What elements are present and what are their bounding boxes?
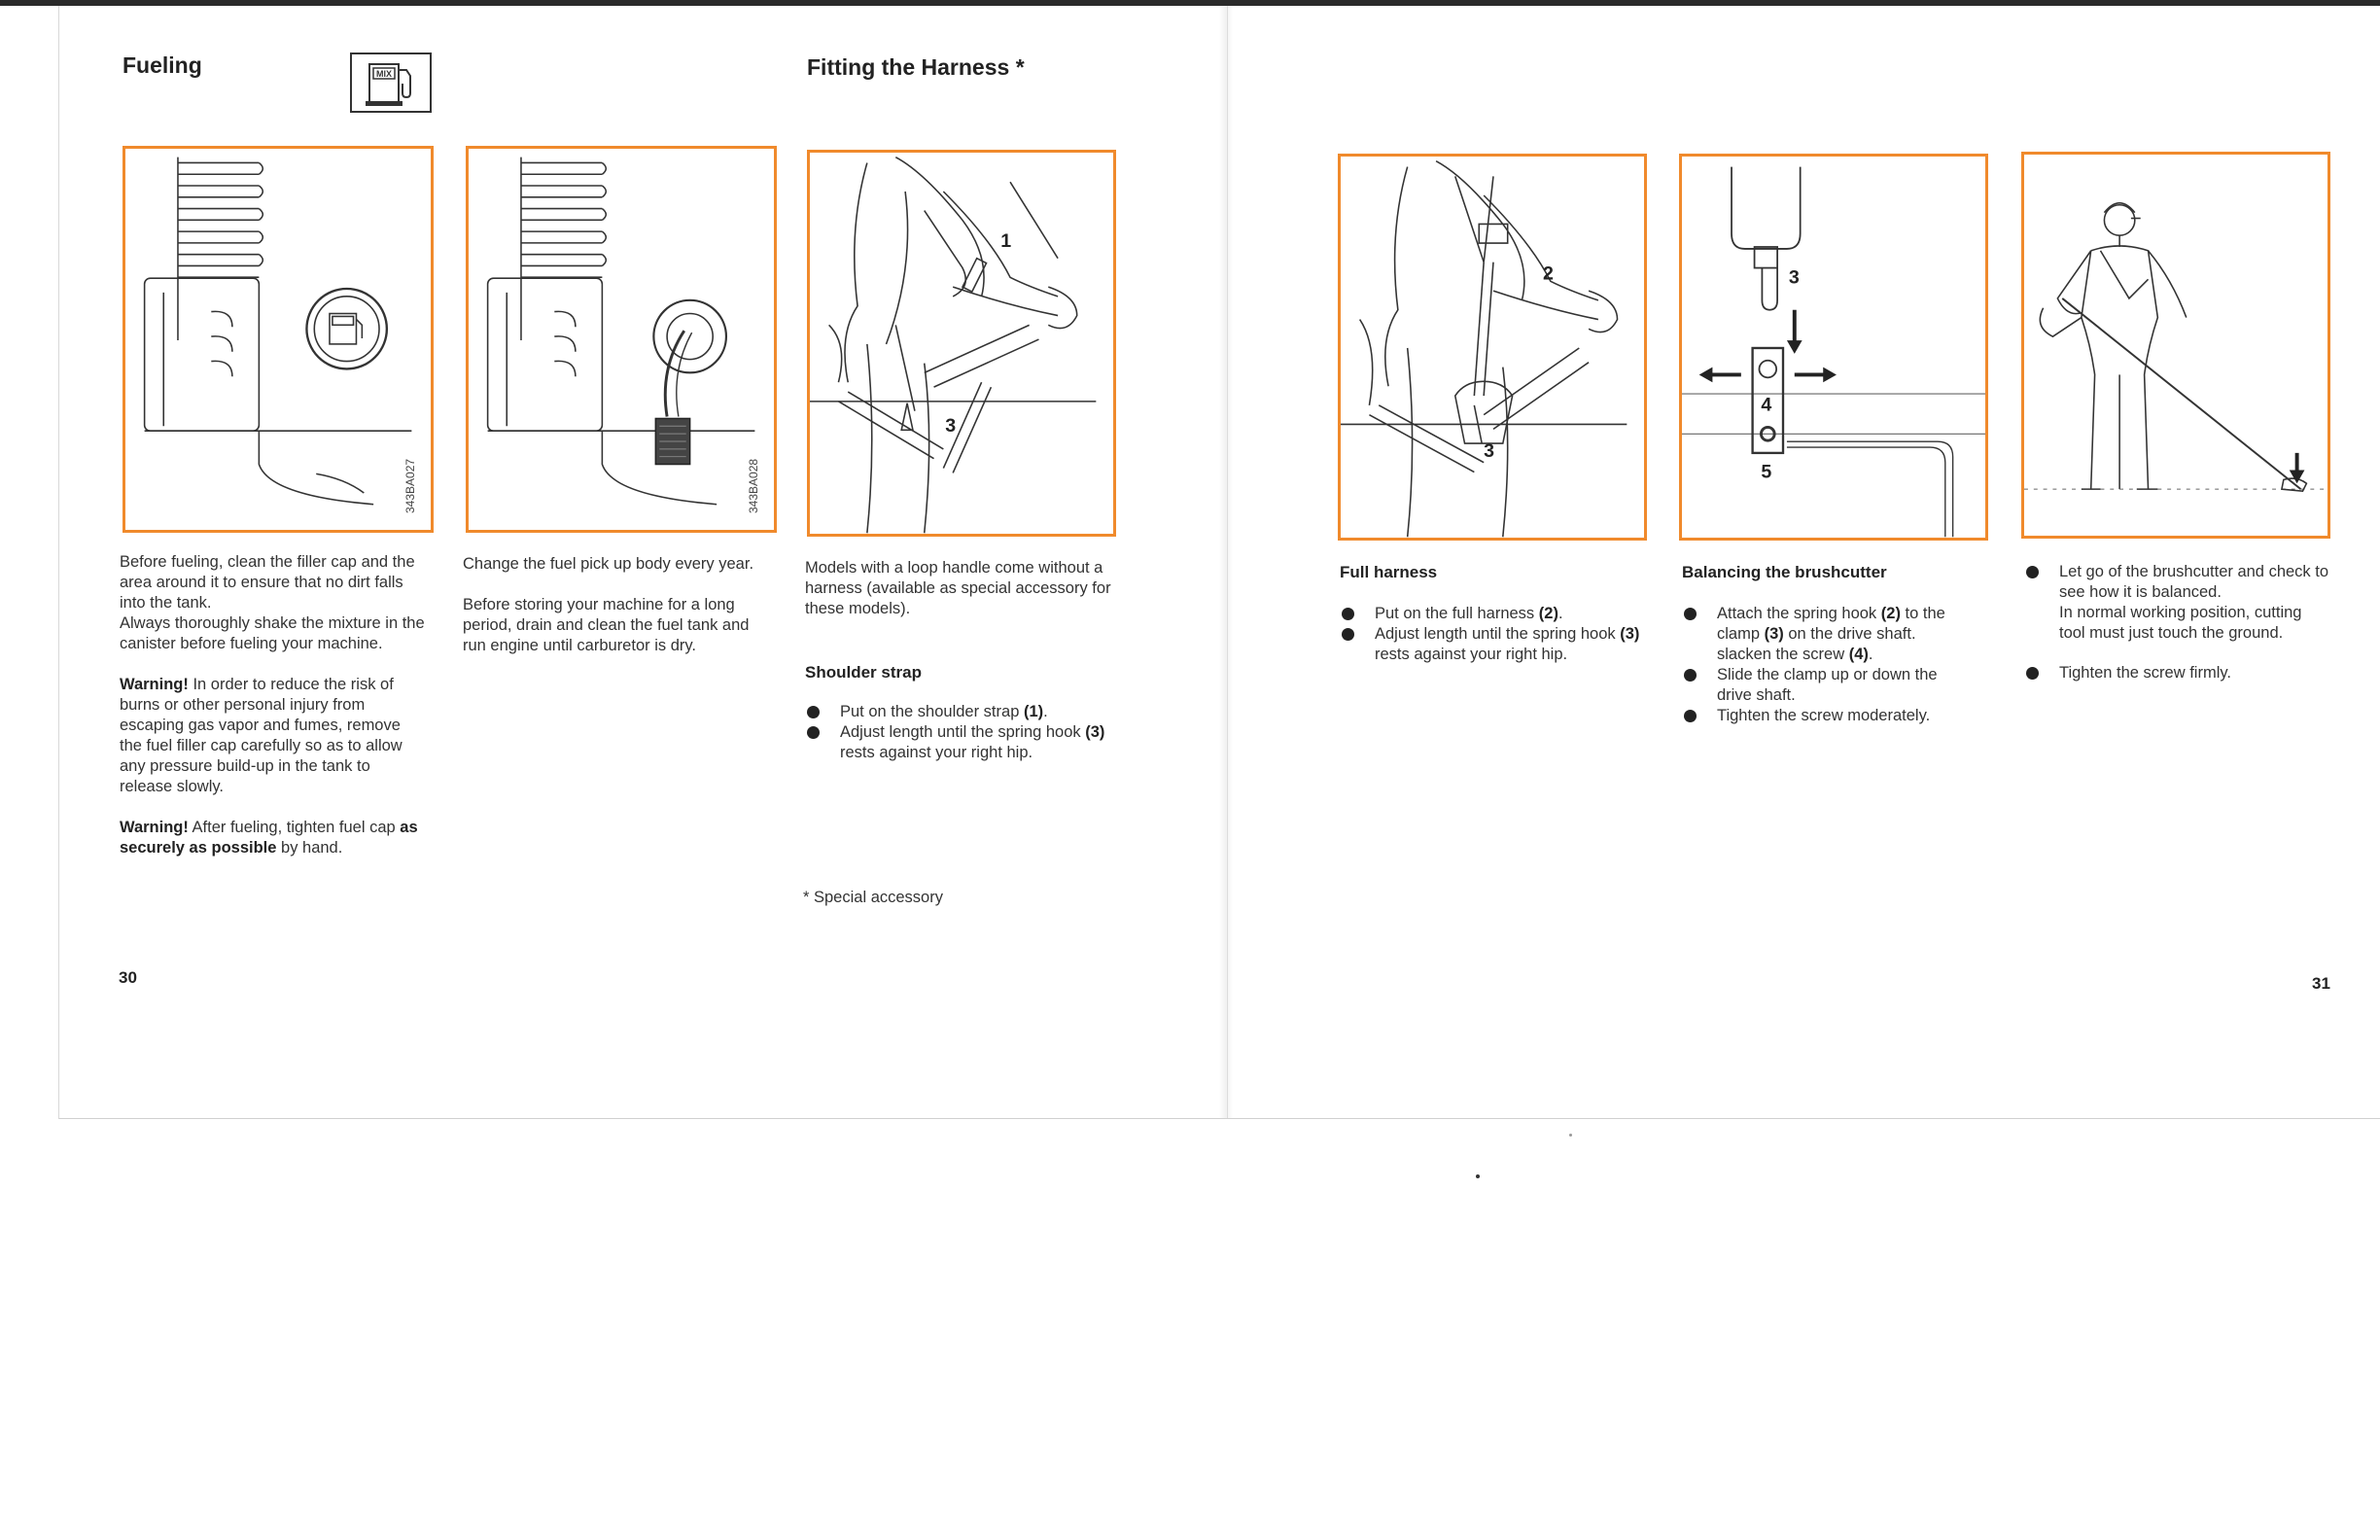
warning-label: Warning! [120, 819, 189, 836]
warning-text: After fueling, tighten fuel cap [188, 819, 401, 836]
shoulder-strap-steps: Put on the shoulder strap (1). Adjust le… [805, 702, 1112, 763]
person-full-harness-illustration: 2 3 [1341, 159, 1628, 538]
mix-label: MIX [376, 69, 392, 79]
figure-working-position [2021, 152, 2330, 539]
callout-3: 3 [945, 415, 956, 437]
list-item: Adjust length until the spring hook (3) … [805, 722, 1112, 763]
heading-fitting-harness: Fitting the Harness * [807, 54, 1025, 80]
fuel-mix-pump-icon: MIX [350, 52, 432, 113]
page-number-right: 31 [2312, 974, 2330, 993]
callout-3: 3 [1484, 440, 1494, 462]
subheading-shoulder-strap: Shoulder strap [805, 663, 922, 682]
callout-3: 3 [1789, 266, 1800, 288]
footnote-special-accessory: * Special accessory [803, 889, 943, 906]
callout-4: 4 [1761, 395, 1771, 416]
clamp-diagram-illustration: 3 4 5 [1682, 166, 1985, 538]
callout-2: 2 [1543, 262, 1554, 284]
subheading-balancing: Balancing the brushcutter [1682, 563, 1887, 581]
fueling-instructions: Before fueling, clean the filler cap and… [120, 552, 427, 858]
list-item: Tighten the screw firmly. [2024, 663, 2329, 683]
figure-full-harness: 2 3 [1338, 154, 1647, 541]
book-gutter-shadow [1219, 6, 1233, 1118]
figure-fuel-filler-cap: 343BA027 [122, 146, 434, 533]
scan-speck [1569, 1134, 1572, 1137]
check-balance-instructions: Let go of the brushcutter and check to s… [2024, 562, 2329, 683]
book-gutter [1227, 6, 1228, 1118]
person-shoulder-strap-illustration: 1 3 [810, 156, 1097, 534]
heading-fueling: Fueling [122, 52, 202, 78]
balancing-steps: Attach the spring hook (2) to the clamp … [1682, 604, 1974, 726]
manual-spread [58, 6, 2380, 1119]
list-item: Adjust length until the spring hook (3) … [1340, 624, 1651, 665]
figure-fuel-pickup-body: 343BA028 [466, 146, 777, 533]
callout-1: 1 [1000, 230, 1011, 252]
full-harness-instructions: Full harness Put on the full harness (2)… [1340, 562, 1651, 665]
list-item: Put on the full harness (2). [1340, 604, 1651, 624]
engine-fuel-pickup-illustration [486, 157, 755, 506]
harness-paragraph: Models with a loop handle come without a… [805, 559, 1111, 617]
callout-5: 5 [1761, 461, 1771, 482]
page-number-left: 30 [119, 968, 137, 987]
list-item: Slide the clamp up or down the drive sha… [1682, 665, 1974, 706]
engine-fuel-cap-illustration [143, 157, 412, 506]
fueling-paragraph-2: Always thoroughly shake the mixture in t… [120, 614, 425, 652]
fueling-warning-2: Warning! After fueling, tighten fuel cap… [120, 818, 427, 858]
list-item: Tighten the screw moderately. [1682, 706, 1974, 726]
balancing-instructions: Balancing the brushcutter Attach the spr… [1682, 562, 1974, 726]
scan-speck [1476, 1174, 1480, 1178]
figure-code: 343BA027 [403, 458, 417, 513]
list-item: Put on the shoulder strap (1). [805, 702, 1112, 722]
person-with-brushcutter-illustration [2024, 202, 2328, 492]
fuel-pickup-instructions: Change the fuel pick up body every year.… [463, 554, 772, 656]
pickup-paragraph-1: Change the fuel pick up body every year. [463, 555, 754, 573]
harness-intro: Models with a loop handle come without a… [805, 558, 1112, 763]
figure-balancing-clamp: 3 4 5 [1679, 154, 1988, 541]
list-item: Let go of the brushcutter and check to s… [2024, 562, 2329, 644]
figure-shoulder-strap: 1 3 [807, 150, 1116, 537]
warning-label: Warning! [120, 676, 189, 693]
subheading-full-harness: Full harness [1340, 563, 1438, 581]
figure-code: 343BA028 [747, 458, 760, 513]
pickup-paragraph-2: Before storing your machine for a long p… [463, 596, 750, 654]
fueling-paragraph-1: Before fueling, clean the filler cap and… [120, 553, 415, 612]
check-balance-steps: Let go of the brushcutter and check to s… [2024, 562, 2329, 683]
warning-emphasis: as securely as possible [120, 819, 418, 857]
warning-text: by hand. [276, 839, 343, 857]
warning-text: In order to reduce the risk of burns or … [120, 676, 402, 795]
fueling-warning-1: Warning! In order to reduce the risk of … [120, 675, 427, 797]
full-harness-steps: Put on the full harness (2). Adjust leng… [1340, 604, 1651, 665]
list-item: Attach the spring hook (2) to the clamp … [1682, 604, 1974, 665]
scan-top-edge [0, 0, 2380, 6]
